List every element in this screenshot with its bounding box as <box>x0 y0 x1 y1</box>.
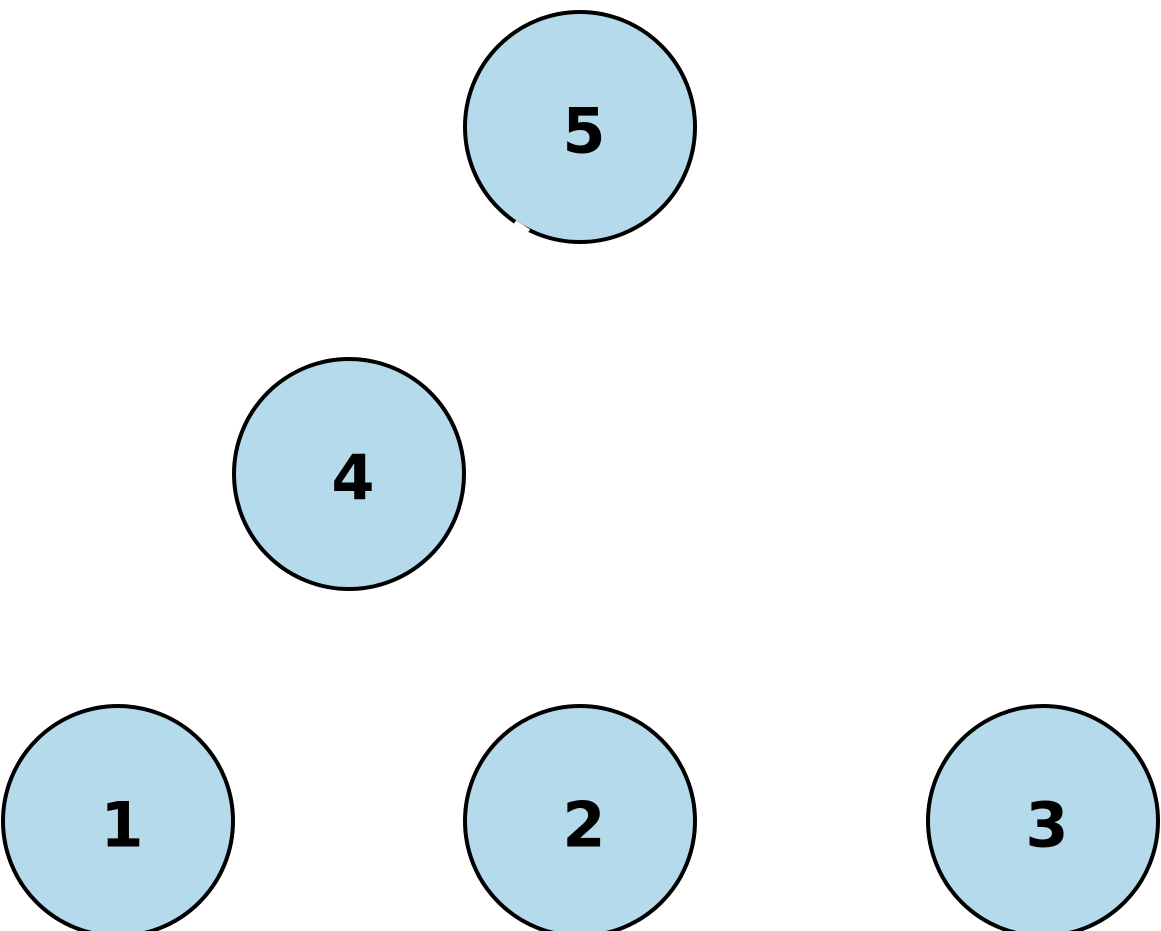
node-3: 3 <box>926 704 1160 931</box>
node-3-label: 3 <box>1025 789 1068 862</box>
node-2-circle <box>463 704 697 931</box>
node-5-circle <box>463 10 697 244</box>
node-2-label: 2 <box>562 789 605 862</box>
node-4-label: 4 <box>331 442 374 515</box>
node-5-edge-stub <box>513 220 531 233</box>
node-5-label: 5 <box>562 95 605 168</box>
node-1-label: 1 <box>100 789 143 862</box>
node-3-circle <box>926 704 1160 931</box>
node-4: 4 <box>232 357 466 591</box>
node-2: 2 <box>463 704 697 931</box>
node-1-circle <box>1 704 235 931</box>
node-4-circle <box>232 357 466 591</box>
node-1: 1 <box>1 704 235 931</box>
node-5: 5 <box>463 10 697 244</box>
